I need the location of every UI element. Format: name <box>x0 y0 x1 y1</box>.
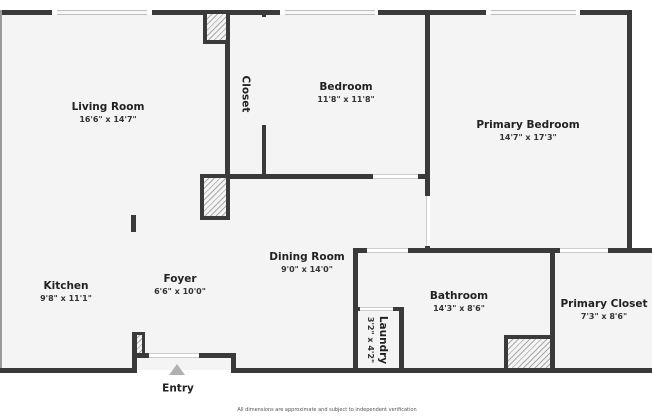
chase-bathroom <box>504 335 554 372</box>
wall-bathroom-top-1 <box>353 248 367 253</box>
room-bathroom: Bathroom 14'3" x 8'6" <box>430 290 488 314</box>
room-name: Foyer <box>163 273 197 285</box>
window-bedroom <box>285 10 375 15</box>
wall-right-primary-bedroom <box>627 10 632 252</box>
wall-entry-right-stub <box>199 353 236 358</box>
room-name: Primary Bedroom <box>476 119 580 131</box>
room-name: Bedroom <box>319 81 373 93</box>
wall-entry-left-stub <box>137 353 149 358</box>
wall-entry-right-jamb <box>231 353 236 373</box>
door-laundry <box>360 307 393 311</box>
room-dims: 9'8" x 11'1" <box>40 294 92 303</box>
door-bathroom <box>367 248 408 253</box>
footnote: All dimensions are approximate and subje… <box>237 407 417 413</box>
wall-bathroom-top-3 <box>608 248 652 253</box>
room-bedroom: Bedroom 11'8" x 11'8" <box>317 81 374 105</box>
wall-closet-bedroom-upper <box>262 14 266 17</box>
room-living-room: Living Room 16'6" x 14'7" <box>72 101 145 125</box>
wall-living-closet <box>225 10 230 178</box>
wall-bottom-right <box>231 368 652 373</box>
room-dims: 7'3" x 8'6" <box>580 312 628 321</box>
room-dims: 3'2" x 4'2" <box>366 316 375 364</box>
wall-entry-left-jamb <box>132 332 137 373</box>
entry-door[interactable] <box>149 353 199 358</box>
room-name: Primary Closet <box>560 298 648 310</box>
room-dims: 16'6" x 14'7" <box>79 115 137 124</box>
room-kitchen: Kitchen 9'8" x 11'1" <box>40 280 92 304</box>
room-dims: 14'7" x 17'3" <box>499 133 557 142</box>
room-dining-room: Dining Room 9'0" x 14'0" <box>269 251 345 275</box>
wall-laundry-top-left <box>353 307 360 311</box>
wall-kitchen-stub <box>131 215 136 232</box>
wall-top-4 <box>580 10 632 15</box>
room-foyer: Foyer 6'6" x 10'0" <box>154 273 206 297</box>
wall-bathroom-primary-closet <box>550 248 555 372</box>
room-name: Laundry <box>377 315 389 365</box>
door-bedroom <box>373 174 418 179</box>
door-primary-bedroom <box>426 196 430 246</box>
floor-main <box>0 14 630 370</box>
room-dims: 11'8" x 11'8" <box>317 95 375 104</box>
entry-text: Entry <box>162 382 194 395</box>
room-dims: 14'3" x 8'6" <box>433 304 485 313</box>
room-name: Bathroom <box>429 290 489 302</box>
door-primary-closet <box>560 248 608 253</box>
wall-bedroom-bottom-right <box>418 174 430 179</box>
wall-laundry-right <box>399 307 404 372</box>
room-laundry: Laundry 3'2" x 4'2" <box>365 316 389 364</box>
room-primary-bedroom: Primary Bedroom 14'7" x 17'3" <box>476 119 579 143</box>
wall-bottom-left <box>0 368 137 373</box>
entry-arrow-icon <box>169 364 185 375</box>
floor-primary-closet <box>550 252 652 370</box>
wall-top-3 <box>378 10 486 15</box>
wall-bathroom-top-2 <box>408 248 560 253</box>
wall-left <box>0 10 2 372</box>
room-name: Dining Room <box>269 251 345 263</box>
window-living-room <box>57 10 147 15</box>
room-dims: 9'0" x 14'0" <box>281 265 333 274</box>
wall-laundry-top-right <box>393 307 404 311</box>
room-closet: Closet <box>239 76 252 113</box>
room-dims: 6'6" x 10'0" <box>154 287 206 296</box>
room-name: Closet <box>239 75 252 113</box>
entry-label: Entry <box>162 383 194 396</box>
wall-bedroom-bottom <box>225 174 373 179</box>
chase-top <box>203 10 230 44</box>
wall-closet-bedroom-lower <box>262 125 266 177</box>
room-primary-closet: Primary Closet 7'3" x 8'6" <box>560 298 647 322</box>
room-name: Kitchen <box>43 280 89 292</box>
chase-mid <box>200 174 230 220</box>
window-primary-bedroom <box>491 10 576 15</box>
wall-top-1 <box>0 10 52 15</box>
room-name: Living Room <box>71 101 145 113</box>
wall-bedroom-primary <box>425 10 430 196</box>
